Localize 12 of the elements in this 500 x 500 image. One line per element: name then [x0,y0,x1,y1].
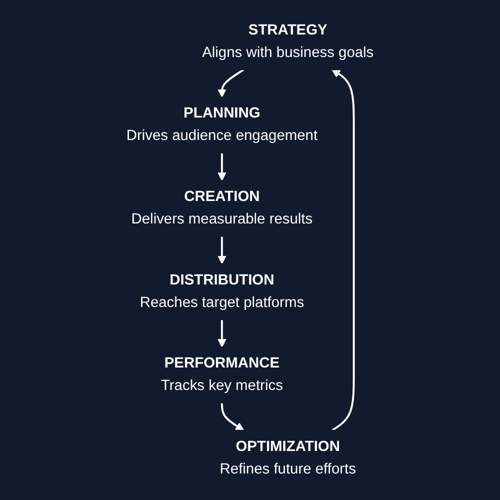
node-text: PLANNING Drives audience engagement [126,104,318,144]
node-text: PERFORMANCE Tracks key metrics [160,354,283,394]
node-text: CREATION Delivers measurable results [131,188,313,227]
arrow [218,153,226,181]
node-text: DISTRIBUTION Reaches target platforms [140,272,304,310]
arrow [218,236,226,264]
node-text: STRATEGY Aligns with business goals [202,22,374,60]
arrow [218,320,226,348]
arrow [218,68,244,98]
arrow [332,69,355,432]
node-text: OPTIMIZATION Refines future efforts [220,438,356,477]
arrow [220,402,244,431]
